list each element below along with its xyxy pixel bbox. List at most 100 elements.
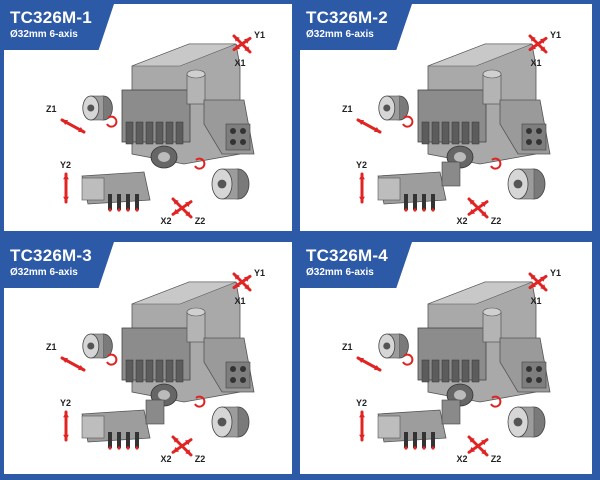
- lower-tool: [108, 432, 112, 448]
- lower-tool: [117, 194, 121, 210]
- lower-tool: [117, 432, 121, 448]
- axis-arrow-y2: [63, 410, 69, 442]
- tool-tip: [108, 208, 112, 212]
- turret-port: [526, 139, 532, 145]
- axis-arrow-y1-x1-b: [528, 36, 548, 52]
- turret-head: [521, 361, 547, 389]
- axis-label-x2: X2: [160, 454, 171, 464]
- axis-arrow-z1: [356, 118, 382, 134]
- turret-head: [521, 123, 547, 151]
- tool-tip: [422, 446, 426, 450]
- rotation-arrow: [490, 395, 502, 408]
- spindle-z2: [507, 168, 546, 200]
- turret-port: [230, 139, 236, 145]
- rotation-arrow: [402, 115, 414, 128]
- rotation-arrow: [106, 353, 118, 366]
- column-top: [131, 43, 237, 67]
- tool-holder: [145, 359, 154, 383]
- axis-arrow-y1-x1-b: [232, 36, 252, 52]
- lower-tool: [108, 194, 112, 210]
- main-chuck-center: [158, 152, 170, 162]
- spindle-z1: [378, 95, 409, 121]
- tool-holder: [471, 121, 480, 145]
- tool-tip: [404, 446, 408, 450]
- lower-tool: [422, 432, 426, 448]
- turret-port: [240, 366, 246, 372]
- tool-holder: [125, 121, 134, 145]
- axis-label-y1: Y1: [254, 30, 265, 40]
- rotation-arrow: [106, 115, 118, 128]
- main-chuck-center: [454, 152, 466, 162]
- extra-tool-block: [145, 399, 165, 425]
- axis-label-z1: Z1: [46, 104, 57, 114]
- panel-subtitle: Ø32mm 6-axis: [306, 267, 374, 278]
- lower-tool: [431, 432, 435, 448]
- tool-holder: [441, 121, 450, 145]
- axis-label-y1: Y1: [254, 268, 265, 278]
- lower-tool: [404, 194, 408, 210]
- tool-tip: [422, 208, 426, 212]
- tool-holder: [135, 359, 144, 383]
- tool-tip: [135, 446, 139, 450]
- rotation-arrow: [490, 157, 502, 170]
- axis-label-z2: Z2: [491, 216, 502, 226]
- turret-port: [240, 139, 246, 145]
- tool-post-end: [81, 177, 105, 201]
- spindle-z2: [211, 168, 250, 200]
- turret-head: [225, 123, 251, 151]
- tool-tip: [413, 446, 417, 450]
- motor: [482, 73, 502, 105]
- tool-holder: [431, 359, 440, 383]
- motor-cap: [482, 307, 502, 317]
- axis-label-z1: Z1: [342, 104, 353, 114]
- lower-tool: [135, 432, 139, 448]
- tool-holder: [155, 359, 164, 383]
- extra-tool-block: [441, 399, 461, 425]
- column-top: [427, 43, 533, 67]
- panel-title-tab: TC326M-1 Ø32mm 6-axis: [4, 4, 114, 50]
- main-chuck-center: [158, 390, 170, 400]
- panel-title: TC326M-3: [10, 246, 92, 265]
- axis-label-x1: X1: [530, 58, 541, 68]
- tool-post-end: [377, 415, 401, 439]
- axis-label-y2: Y2: [356, 398, 367, 408]
- axis-arrow-x2-z2-b: [467, 438, 489, 454]
- turret-port: [526, 377, 532, 383]
- axis-label-z1: Z1: [46, 342, 57, 352]
- tool-tip: [117, 208, 121, 212]
- tool-holder: [155, 121, 164, 145]
- tool-holder: [441, 359, 450, 383]
- tool-tip: [431, 446, 435, 450]
- tool-holder: [461, 121, 470, 145]
- axis-arrow-z1: [60, 118, 86, 134]
- turret-port: [536, 139, 542, 145]
- panel-title-tab: TC326M-4 Ø32mm 6-axis: [300, 242, 412, 288]
- axis-arrow-z1: [60, 356, 86, 372]
- turret-port: [230, 377, 236, 383]
- tool-holder: [461, 359, 470, 383]
- tool-tip: [413, 208, 417, 212]
- axis-label-x2: X2: [456, 216, 467, 226]
- axis-label-y1: Y1: [550, 30, 561, 40]
- axis-arrow-y1-x1-b: [528, 274, 548, 290]
- turret-port: [230, 366, 236, 372]
- axis-arrow-x2-z2-b: [171, 438, 193, 454]
- lower-tool: [431, 194, 435, 210]
- axis-label-y2: Y2: [356, 160, 367, 170]
- tool-tip: [431, 208, 435, 212]
- lower-tool: [135, 194, 139, 210]
- spindle-z1: [82, 95, 113, 121]
- motor-cap: [186, 69, 206, 79]
- panel-title-tab: TC326M-2 Ø32mm 6-axis: [300, 4, 412, 50]
- panel-title-tab: TC326M-3 Ø32mm 6-axis: [4, 242, 114, 288]
- tool-tip: [117, 446, 121, 450]
- axis-arrow-z1: [356, 356, 382, 372]
- axis-label-x1: X1: [234, 296, 245, 306]
- lower-tool: [404, 432, 408, 448]
- tool-tip: [108, 446, 112, 450]
